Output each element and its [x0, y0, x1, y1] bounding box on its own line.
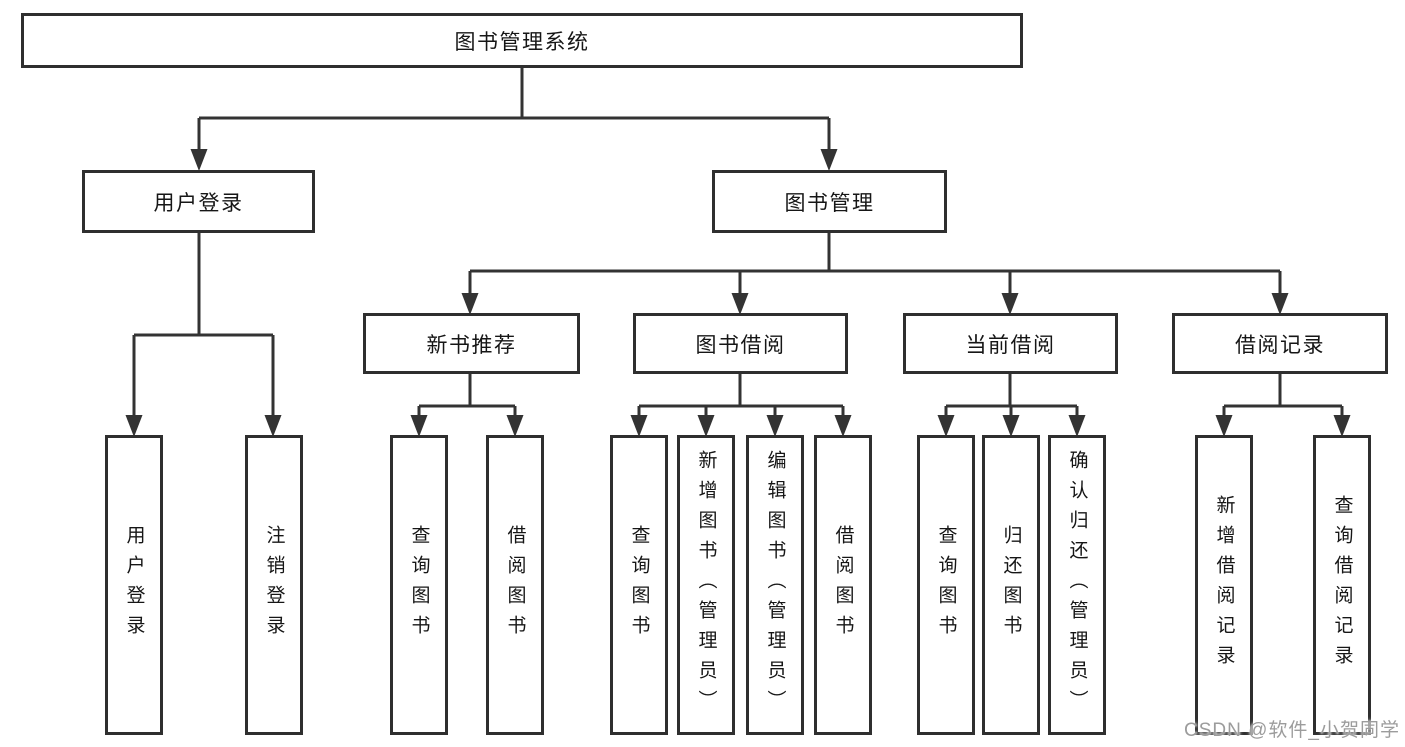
leaf-label: 查询图书: [628, 525, 650, 645]
leaf-records-query-record: 查询借阅记录: [1313, 435, 1371, 735]
leaf-label: 确认归还（管理员）: [1066, 450, 1088, 720]
leaf-label: 归还图书: [1000, 525, 1022, 645]
leaf-label: 查询图书: [935, 525, 957, 645]
node-user-login: 用户登录: [82, 170, 315, 233]
leaf-label: 查询借阅记录: [1331, 495, 1353, 675]
leaf-recommend-borrow-books: 借阅图书: [486, 435, 544, 735]
leaf-current-confirm-return-admin: 确认归还（管理员）: [1048, 435, 1106, 735]
leaf-label: 新增借阅记录: [1213, 495, 1235, 675]
leaf-records-add-record: 新增借阅记录: [1195, 435, 1253, 735]
node-book-borrowing: 图书借阅: [633, 313, 848, 374]
leaf-user-login: 用户登录: [105, 435, 163, 735]
node-borrow-records: 借阅记录: [1172, 313, 1388, 374]
leaf-borrowing-edit-books-admin: 编辑图书（管理员）: [746, 435, 804, 735]
leaf-borrowing-query-books: 查询图书: [610, 435, 668, 735]
leaf-label: 编辑图书（管理员）: [764, 450, 786, 720]
leaf-label: 借阅图书: [504, 525, 526, 645]
csdn-watermark: CSDN @软件_小贺同学: [1184, 720, 1400, 741]
node-library-system: 图书管理系统: [21, 13, 1023, 68]
leaf-label: 用户登录: [123, 525, 145, 645]
node-new-book-recommend: 新书推荐: [363, 313, 580, 374]
leaf-logout: 注销登录: [245, 435, 303, 735]
leaf-label: 注销登录: [263, 525, 285, 645]
node-book-management: 图书管理: [712, 170, 947, 233]
leaf-current-query-books: 查询图书: [917, 435, 975, 735]
leaf-borrowing-borrow-books: 借阅图书: [814, 435, 872, 735]
leaf-borrowing-add-books-admin: 新增图书（管理员）: [677, 435, 735, 735]
leaf-label: 新增图书（管理员）: [695, 450, 717, 720]
leaf-label: 借阅图书: [832, 525, 854, 645]
leaf-label: 查询图书: [408, 525, 430, 645]
leaf-recommend-query-books: 查询图书: [390, 435, 448, 735]
node-current-borrowing: 当前借阅: [903, 313, 1118, 374]
leaf-current-return-books: 归还图书: [982, 435, 1040, 735]
arrowheads: [125, 149, 1351, 437]
